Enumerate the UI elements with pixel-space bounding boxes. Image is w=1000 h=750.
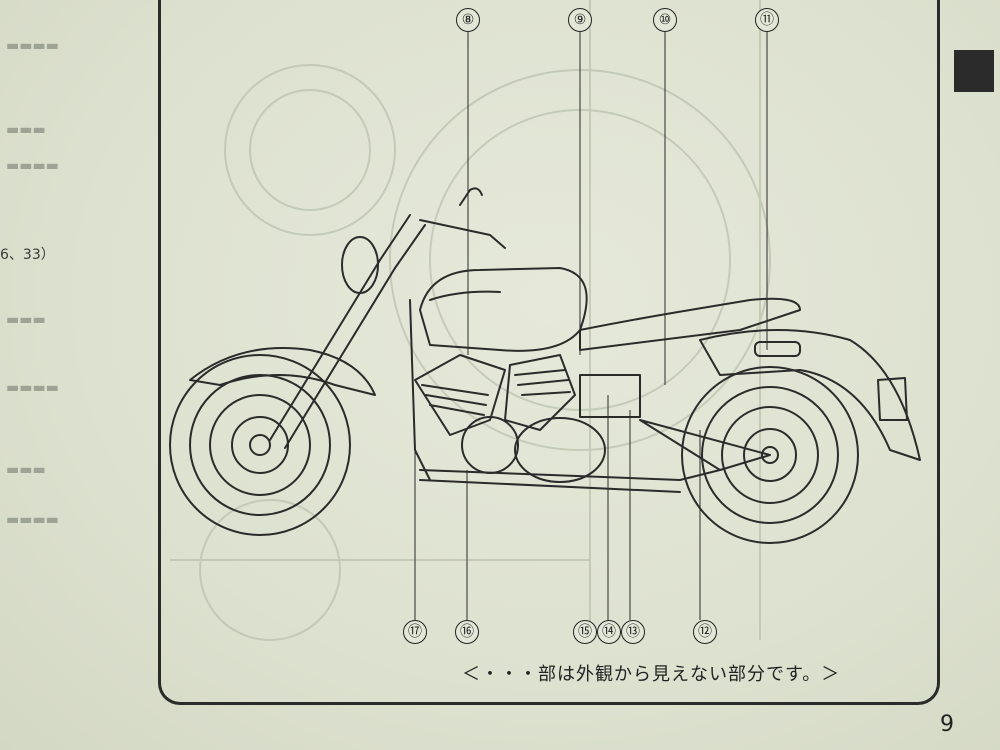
handlebar [419,187,506,249]
rear-fender [699,329,921,461]
headlight [341,236,379,294]
page-number: 9 [940,712,954,737]
fork-upper [379,214,426,269]
frame-downtube [409,299,431,481]
callout-17: ⑰ [403,620,427,644]
callout-9: ⑨ [568,8,592,32]
callout-12: ⑫ [693,620,717,644]
swing-arm [639,419,771,471]
ghost-text-line: ▬▬▬▬ [6,512,59,528]
ghost-text-line: ▬▬▬ [6,462,46,478]
seat [579,297,801,351]
tail-light [877,377,908,421]
callout-16: ⑯ [455,620,479,644]
motorcycle-diagram [169,0,921,641]
background-gauge-bleedthrough [170,0,771,641]
motorcycle-drawing [169,187,921,544]
hidden-parts-caption: ＜・・・部は外観から見えない部分です。＞ [462,664,841,685]
callout-8: ⑧ [456,8,480,32]
v-twin-engine [414,354,606,483]
ghost-text-line: ▬▬▬▬ [6,158,59,174]
ghost-text-line: ▬▬▬▬ [6,38,59,54]
exhaust-pipe [419,469,721,493]
front-fork [269,259,396,449]
rear-wheel [681,366,859,544]
diagram-frame [158,0,940,705]
adjacent-page-column: ▬▬▬▬ ▬▬▬ ▬▬▬▬ ▬▬▬ ▬▬▬▬ ▬▬▬ ▬▬▬▬ 6、33） [0,0,150,750]
side-cover [579,374,641,418]
fuel-tank [419,267,588,352]
front-wheel [169,354,351,536]
ghost-text-line: ▬▬▬ [6,122,46,138]
ghost-text-line: ▬▬▬▬ [6,380,59,396]
page-reference: 6、33） [0,247,55,263]
callout-13: ⑬ [621,620,645,644]
ghost-text-line: ▬▬▬ [6,312,46,328]
section-tab-marker [954,50,994,92]
callout-14: ⑭ [597,620,621,644]
callout-11: ⑪ [755,8,779,32]
side-reflector [754,341,801,357]
callout-10: ⑩ [653,8,677,32]
callout-15: ⑮ [573,620,597,644]
front-fender [189,347,376,396]
leader-lines [414,32,768,620]
tank-line [429,290,501,301]
